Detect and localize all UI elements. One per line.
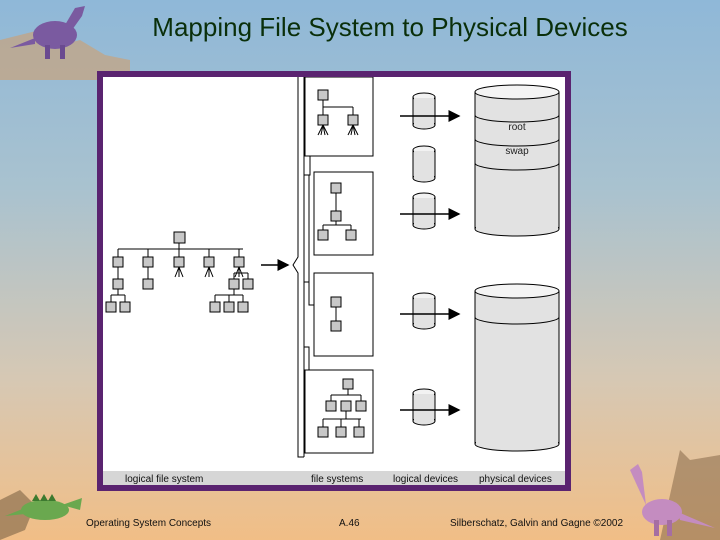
- footer-left: Operating System Concepts: [86, 518, 212, 529]
- caption-logical-file-system: logical file system: [125, 474, 203, 485]
- logical-device-cylinder: [412, 192, 436, 230]
- logical-file-system-tree: [105, 231, 254, 313]
- diagram-canvas: root swap logical file system file syste…: [103, 76, 565, 485]
- logical-device-cylinder: [412, 388, 436, 426]
- physical-disk-1: [474, 84, 560, 237]
- caption-file-systems: file systems: [311, 474, 363, 485]
- dinosaur-bottom-left-icon: [0, 490, 82, 540]
- caption-physical-devices: physical devices: [479, 474, 552, 485]
- logical-device-cylinder: [412, 145, 436, 183]
- file-systems-column: [292, 76, 374, 458]
- physical-devices-column: [474, 84, 560, 452]
- dinosaur-bottom-right-icon: [630, 450, 720, 540]
- logical-device-cylinder: [412, 92, 436, 130]
- logical-device-cylinder: [412, 292, 436, 330]
- diagram-frame: root swap logical file system file syste…: [97, 71, 571, 491]
- footer-page-number: A.46: [339, 518, 360, 529]
- physical-disk-2: [474, 283, 560, 452]
- logical-devices-column: [400, 92, 461, 426]
- root-partition-label: root: [508, 122, 525, 133]
- mapping-diagram: root swap logical file system file syste…: [103, 76, 565, 485]
- footer-right: Silberschatz, Galvin and Gagne ©2002: [450, 518, 624, 529]
- slide-title: Mapping File System to Physical Devices: [152, 12, 628, 42]
- swap-partition-label: swap: [505, 146, 529, 157]
- caption-logical-devices: logical devices: [393, 474, 458, 485]
- tree-root-node: [173, 231, 186, 244]
- caption-bar: [103, 471, 565, 485]
- dinosaur-top-left-icon: [0, 6, 130, 80]
